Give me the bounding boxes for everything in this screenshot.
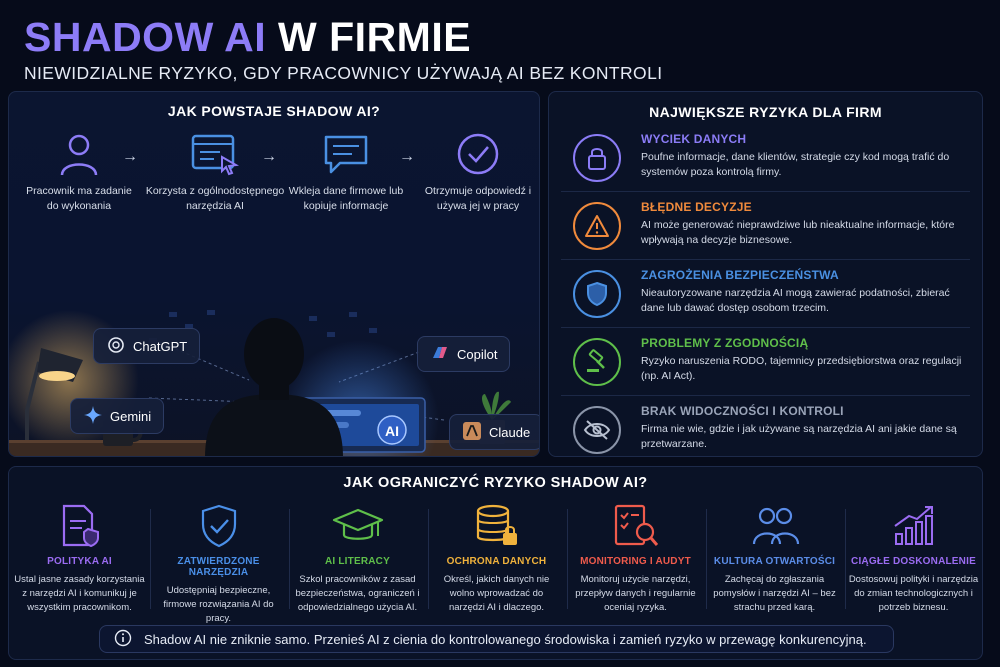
mitigation-heading: JAK OGRANICZYĆ RYZYKO SHADOW AI?: [343, 475, 648, 491]
info-icon: [114, 629, 132, 650]
scene-illustration: ChatGPT Copilot Gemini Claude AI: [9, 302, 539, 456]
how-it-arises-panel: JAK POWSTAJE SHADOW AI? Pracownik ma zad…: [8, 91, 540, 457]
measure-text: Dostosowuj polityki i narzędzia do zmian…: [848, 574, 979, 613]
title-rest: W FIRMIE: [278, 14, 472, 60]
measure-text: Określ, jakich danych nie wolno wprowadz…: [443, 574, 550, 613]
browser-cursor-icon: [145, 130, 285, 178]
claude-icon: [462, 421, 482, 444]
measure-title: KULTURA OTWARTOŚCI: [713, 556, 836, 567]
step-4: Otrzymuje odpowiedź i używa jej w pracy: [419, 130, 537, 214]
magnifier-checklist-icon: [566, 501, 705, 551]
arrow-right-icon: →: [261, 148, 277, 165]
divider: [150, 509, 151, 609]
risk-item: WYCIEK DANYCH Poufne informacje, dane kl…: [561, 126, 970, 192]
copilot-label: Copilot: [457, 346, 498, 362]
copilot-chip: Copilot: [417, 336, 511, 372]
graduation-cap-icon: [288, 501, 427, 551]
risk-title: PROBLEMY Z ZGODNOŚCIĄ: [641, 336, 809, 350]
step-2-text: Korzysta z ogólnodostępnego narzędzia AI: [145, 185, 285, 212]
measure-item: OCHRONA DANYCH Określ, jakich danych nie…: [427, 501, 566, 617]
how-heading: JAK POWSTAJE SHADOW AI?: [167, 103, 381, 119]
gemini-chip: Gemini: [70, 398, 165, 434]
measure-title: MONITORING I AUDYT: [580, 556, 691, 567]
step-1: Pracownik ma zadanie do wykonania: [19, 130, 139, 214]
risk-text: AI może generować nieprawdziwe lub nieak…: [641, 219, 955, 246]
measure-text: Zachęcaj do zgłaszania pomysłów i narzęd…: [713, 574, 836, 613]
risks-heading: NAJWIĘKSZE RYZYKA DLA FIRM: [649, 104, 882, 120]
shield-check-icon: [149, 501, 288, 551]
gavel-icon: [573, 338, 621, 386]
chatgpt-chip: ChatGPT: [93, 328, 201, 364]
measure-item: CIĄGŁE DOSKONALENIE Dostosowuj polityki …: [844, 501, 983, 617]
risk-title: BRAK WIDOCZNOŚCI I KONTROLI: [641, 404, 844, 418]
growth-chart-icon: [844, 501, 983, 551]
screen-ai-label: AI: [385, 423, 399, 439]
measure-title: AI LITERACY: [325, 556, 390, 567]
copilot-icon: [430, 343, 450, 366]
risk-item: BRAK WIDOCZNOŚCI I KONTROLI Firma nie wi…: [561, 398, 970, 464]
measure-title: ZATWIERDZONE NARZĘDZIA: [177, 556, 260, 578]
risk-text: Poufne informacje, dane klientów, strate…: [641, 151, 950, 178]
risk-text: Nieautoryzowane narzędzia AI mogą zawier…: [641, 287, 950, 314]
measure-title: OCHRONA DANYCH: [446, 556, 547, 567]
step-2: Korzysta z ogólnodostępnego narzędzia AI: [145, 130, 285, 214]
divider: [845, 509, 846, 609]
chat-bubble-icon: [283, 130, 409, 178]
gemini-label: Gemini: [110, 408, 152, 424]
warning-icon: [573, 202, 621, 250]
eye-slash-icon: [573, 406, 621, 454]
mitigation-panel: JAK OGRANICZYĆ RYZYKO SHADOW AI? POLITYK…: [8, 466, 983, 660]
title-accent: SHADOW AI: [24, 14, 267, 60]
measure-title: POLITYKA AI: [47, 556, 112, 567]
step-3: Wkleja dane firmowe lub kopiuje informac…: [283, 130, 409, 214]
chatgpt-label: ChatGPT: [133, 338, 188, 354]
page-subtitle: NIEWIDZIALNE RYZYKO, GDY PRACOWNICY UŻYW…: [24, 63, 663, 83]
risk-item: BŁĘDNE DECYZJE AI może generować niepraw…: [561, 194, 970, 260]
risk-text: Ryzyko naruszenia RODO, tajemnicy przeds…: [641, 355, 962, 382]
divider: [428, 509, 429, 609]
risks-panel: NAJWIĘKSZE RYZYKA DLA FIRM WYCIEK DANYCH…: [548, 91, 983, 457]
person-icon: [19, 130, 139, 178]
shield-icon: [573, 270, 621, 318]
claude-chip: Claude: [449, 414, 539, 450]
risk-text: Firma nie wie, gdzie i jak używane są na…: [641, 423, 957, 450]
risk-title: BŁĘDNE DECYZJE: [641, 200, 752, 214]
divider: [706, 509, 707, 609]
measure-text: Ustal jasne zasady korzystania z narzędz…: [14, 574, 145, 613]
footer-text: Shadow AI nie zniknie samo. Przenieś AI …: [144, 631, 867, 647]
measure-item: KULTURA OTWARTOŚCI Zachęcaj do zgłaszani…: [705, 501, 844, 617]
measure-item: POLITYKA AI Ustal jasne zasady korzystan…: [10, 501, 149, 617]
risk-title: WYCIEK DANYCH: [641, 132, 747, 146]
step-1-text: Pracownik ma zadanie do wykonania: [26, 185, 132, 212]
gemini-icon: [83, 405, 103, 428]
risk-item: PROBLEMY Z ZGODNOŚCIĄ Ryzyko naruszenia …: [561, 330, 970, 396]
claude-label: Claude: [489, 424, 531, 440]
padlock-icon: [573, 134, 621, 182]
chatgpt-icon: [106, 335, 126, 358]
measure-text: Szkol pracowników z zasad bezpieczeństwa…: [295, 574, 420, 613]
policy-document-icon: [10, 501, 149, 551]
measure-text: Monitoruj użycie narzędzi, przepływ dany…: [575, 574, 696, 613]
arrow-right-icon: →: [122, 148, 138, 165]
check-circle-icon: [419, 130, 537, 178]
measure-item: ZATWIERDZONE NARZĘDZIA Udostępniaj bezpi…: [149, 501, 288, 624]
database-lock-icon: [427, 501, 566, 551]
measure-item: AI LITERACY Szkol pracowników z zasad be…: [288, 501, 427, 617]
arrow-right-icon: →: [399, 148, 415, 165]
risk-item: ZAGROŻENIA BEZPIECZEŃSTWA Nieautoryzowan…: [561, 262, 970, 328]
page-title: SHADOW AI W FIRMIE: [24, 14, 471, 61]
people-icon: [705, 501, 844, 551]
divider: [567, 509, 568, 609]
risk-title: ZAGROŻENIA BEZPIECZEŃSTWA: [641, 268, 839, 282]
step-4-text: Otrzymuje odpowiedź i używa jej w pracy: [424, 185, 532, 212]
footer-banner: Shadow AI nie zniknie samo. Przenieś AI …: [99, 625, 894, 653]
divider: [289, 509, 290, 609]
measure-item: MONITORING I AUDYT Monitoruj użycie narz…: [566, 501, 705, 617]
step-3-text: Wkleja dane firmowe lub kopiuje informac…: [288, 185, 404, 212]
measure-text: Udostępniaj bezpieczne, firmowe rozwiąza…: [163, 585, 274, 624]
measure-title: CIĄGŁE DOSKONALENIE: [851, 556, 976, 567]
